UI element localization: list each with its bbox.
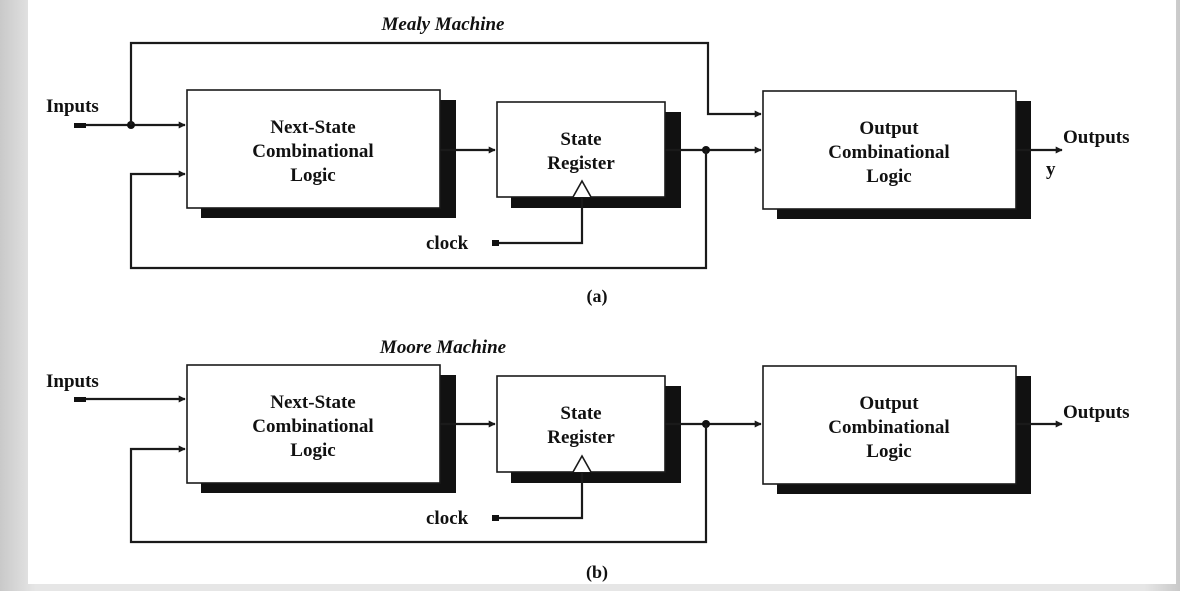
moore-clock-triangle-icon (572, 454, 592, 473)
mealy-output-line2: Combinational (828, 142, 949, 163)
moore-state-register-line1: State (560, 403, 601, 424)
mealy-caption: (a) (587, 286, 608, 307)
moore-output-line1: Output (859, 393, 919, 414)
mealy-inputs-label: Inputs (46, 96, 99, 117)
mealy-next-state-line3: Logic (290, 165, 335, 186)
moore-feedback-wire (129, 424, 708, 544)
mealy-feedback-wire (129, 150, 708, 270)
mealy-output-var-label: y (1046, 159, 1056, 180)
moore-output-line3: Logic (866, 441, 911, 462)
mealy-output-line3: Logic (866, 166, 911, 187)
moore-title: Moore Machine (379, 337, 507, 358)
moore-machine-diagram: Moore Machine Next-State Combinational L… (46, 337, 1130, 583)
moore-clock-terminal (492, 515, 499, 521)
mealy-next-state-line1: Next-State (270, 117, 355, 138)
moore-next-state-line3: Logic (290, 440, 335, 461)
mealy-title: Mealy Machine (381, 14, 506, 35)
mealy-input-terminal (74, 123, 86, 128)
mealy-clock-wire (499, 198, 584, 245)
moore-caption: (b) (586, 562, 608, 583)
moore-outputs-label: Outputs (1063, 402, 1130, 423)
moore-next-state-line2: Combinational (252, 416, 373, 437)
mealy-clock-terminal (492, 240, 499, 246)
mealy-outputs-label: Outputs (1063, 127, 1130, 148)
mealy-machine-diagram: Mealy Machine Next-State Combinational L… (46, 14, 1130, 307)
mealy-state-register-line2: Register (547, 153, 615, 174)
mealy-next-state-line2: Combinational (252, 141, 373, 162)
moore-next-state-line1: Next-State (270, 392, 355, 413)
moore-output-line2: Combinational (828, 417, 949, 438)
moore-input-terminal (74, 397, 86, 402)
mealy-output-line1: Output (859, 118, 919, 139)
mealy-input-to-output-wire (129, 41, 762, 125)
mealy-output-logic-box (762, 90, 1017, 210)
moore-clock-label: clock (426, 508, 469, 529)
moore-clock-wire (499, 473, 584, 520)
moore-output-logic-box (762, 365, 1017, 485)
moore-state-register-box (496, 375, 666, 473)
moore-inputs-label: Inputs (46, 371, 99, 392)
mealy-clock-triangle-icon (572, 179, 592, 198)
moore-state-register-line2: Register (547, 427, 615, 448)
mealy-clock-label: clock (426, 233, 469, 254)
mealy-state-register-line1: State (560, 129, 601, 150)
